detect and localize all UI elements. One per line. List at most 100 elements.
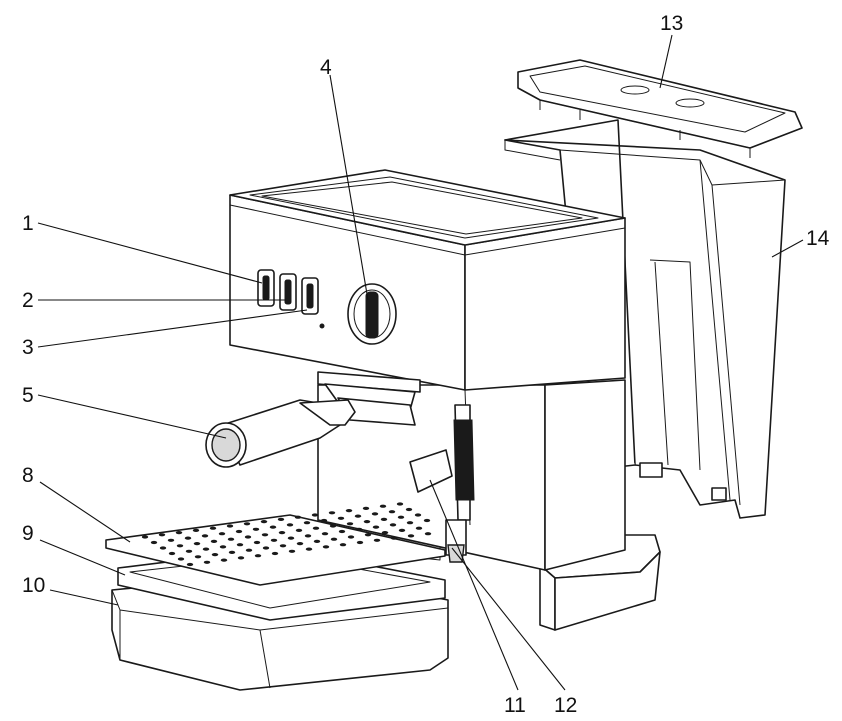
- drip-grid-hole: [320, 518, 328, 523]
- drip-grid-hole: [305, 547, 313, 551]
- callout-9: 9: [22, 522, 34, 545]
- drip-tray: [105, 514, 449, 691]
- drip-grid-hole: [261, 533, 269, 537]
- drip-grid-hole: [330, 537, 338, 541]
- drip-grid-hole: [150, 540, 158, 545]
- drip-grid-hole: [311, 513, 319, 517]
- drip-grid-hole: [373, 538, 381, 542]
- drip-grid-hole: [253, 540, 261, 545]
- drip-grid-hole: [185, 549, 193, 553]
- drip-grid-hole: [287, 536, 295, 540]
- drip-grid-hole: [210, 539, 218, 544]
- drip-grid-hole: [244, 535, 252, 539]
- drip-grid-hole: [176, 544, 184, 548]
- drip-grid-hole: [398, 528, 406, 533]
- drip-grid-hole: [228, 550, 236, 555]
- drip-grid-hole: [220, 558, 228, 562]
- drip-grid-hole: [219, 545, 227, 549]
- drip-grid-hole: [339, 543, 347, 547]
- callout-4: 4: [320, 56, 332, 79]
- callout-11: 11: [504, 694, 526, 717]
- callout-2: 2: [22, 289, 34, 312]
- drip-grid-hole: [279, 544, 287, 548]
- drip-grid-hole: [295, 528, 303, 533]
- leader-lines: [37, 34, 804, 691]
- leader-1: [37, 222, 263, 284]
- drip-grid-hole: [278, 531, 286, 535]
- callout-1: 1: [22, 212, 34, 235]
- drip-grid-hole: [141, 535, 149, 539]
- drip-grid-hole: [227, 537, 235, 541]
- drip-grid-hole: [312, 526, 320, 530]
- drip-grid-hole: [313, 539, 321, 544]
- drip-grid-hole: [226, 524, 234, 528]
- drip-grid-hole: [347, 535, 355, 539]
- drip-grid-hole: [356, 540, 364, 545]
- drip-grid-hole: [423, 518, 431, 523]
- callout-8: 8: [22, 464, 34, 487]
- drip-grid-hole: [186, 562, 194, 567]
- leader-12: [451, 547, 566, 691]
- drip-grid-hole: [338, 529, 346, 534]
- drip-grid-hole: [328, 511, 336, 515]
- portafilter: [205, 371, 421, 468]
- drip-grid-hole: [390, 536, 398, 540]
- button-3-indicator: [306, 283, 314, 309]
- drip-grid-hole: [211, 553, 219, 557]
- drip-grid-hole: [364, 533, 372, 537]
- drip-grid-hole: [177, 557, 185, 561]
- callout-3: 3: [22, 336, 34, 359]
- drip-grid-hole: [362, 506, 370, 510]
- leader-9: [39, 539, 126, 576]
- drip-grid-hole: [389, 523, 397, 527]
- drip-grid-hole: [380, 517, 388, 522]
- drip-grid-hole: [218, 532, 226, 536]
- drip-grid-hole: [354, 514, 362, 518]
- drip-grid-hole: [388, 510, 396, 514]
- leader-8: [39, 481, 131, 543]
- drip-grid-hole: [337, 516, 345, 520]
- leader-5: [37, 394, 227, 439]
- drip-grid-hole: [270, 538, 278, 542]
- drip-grid-hole: [202, 547, 210, 551]
- drip-grid-hole: [243, 522, 251, 526]
- callout-13: 13: [660, 12, 683, 35]
- drip-grid-hole: [414, 513, 422, 517]
- drip-grid-hole: [322, 545, 330, 549]
- drip-grid-hole: [260, 520, 268, 524]
- drip-grid-hole: [371, 512, 379, 516]
- drip-grid-hole: [329, 524, 337, 528]
- drip-grid-hole: [209, 526, 217, 530]
- drip-grid-hole: [379, 504, 387, 508]
- steam-knob: [347, 283, 397, 345]
- drip-grid-hole: [345, 509, 353, 513]
- drip-grid-hole: [406, 521, 414, 525]
- water-tank-lid: [517, 59, 803, 158]
- leader-13: [659, 34, 673, 89]
- callout-12: 12: [554, 694, 577, 717]
- drip-grid-hole: [363, 520, 371, 524]
- drip-grid-hole: [355, 527, 363, 531]
- drip-grid-hole: [193, 542, 201, 546]
- leader-3: [37, 309, 308, 348]
- callout-5: 5: [22, 384, 34, 407]
- drip-grid-hole: [194, 555, 202, 559]
- steam-switch: [409, 449, 453, 493]
- drip-grid-hole: [175, 531, 183, 535]
- drip-grid-holes: [141, 502, 432, 567]
- machine-body: [229, 169, 626, 571]
- drip-grid-hole: [288, 549, 296, 553]
- drip-grid-hole: [381, 531, 389, 535]
- drip-grid-hole: [286, 523, 294, 527]
- drip-grid-hole: [277, 517, 285, 522]
- drip-grid-hole: [346, 522, 354, 526]
- button-2-indicator: [284, 279, 292, 305]
- drip-grid-hole: [235, 529, 243, 534]
- drip-grid-hole: [415, 526, 423, 530]
- drip-grid-hole: [321, 532, 329, 536]
- drip-grid-hole: [192, 528, 200, 533]
- drip-grid-hole: [303, 521, 311, 525]
- drip-grid-hole: [184, 536, 192, 540]
- button-1-indicator: [262, 275, 270, 301]
- drip-grid-hole: [271, 551, 279, 556]
